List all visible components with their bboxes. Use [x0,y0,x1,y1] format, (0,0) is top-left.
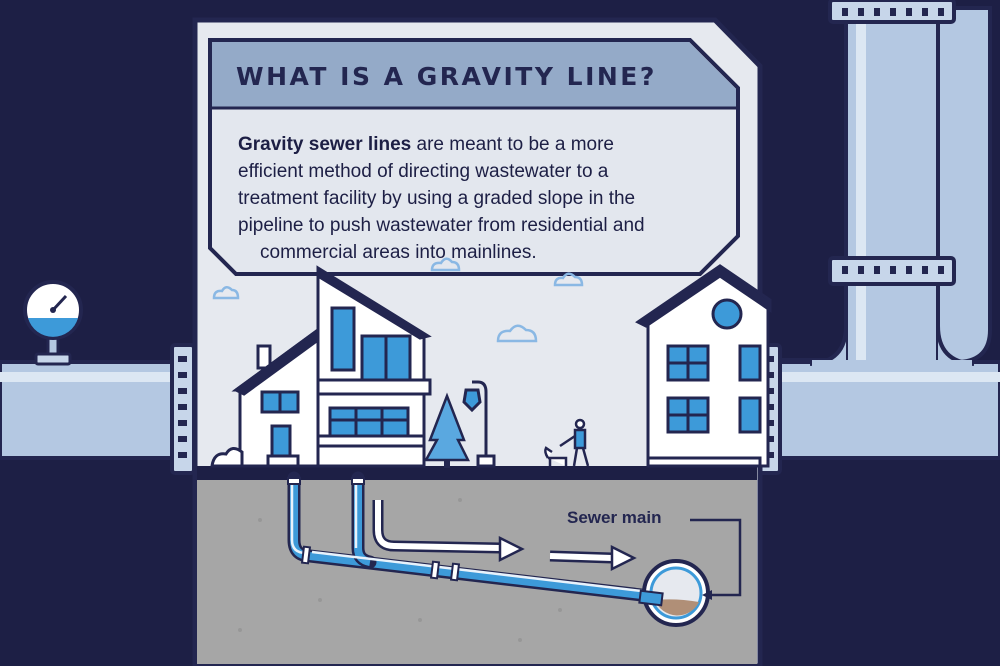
description-line-3: treatment facility by using a graded slo… [238,188,636,209]
modern-house-icon [231,265,432,468]
person-walking-dog-icon [544,418,590,467]
description-bold-lead: Gravity sewer lines [238,134,412,155]
description-line-5: commercial areas into mainlines. [260,242,537,263]
lamp-post-icon [462,380,496,468]
text-card [208,38,740,276]
gravity-sewer-pipes [287,471,664,606]
description-line-4: pipeline to push wastewater from residen… [238,215,645,236]
description-line-1: are meant to be a more [411,134,614,155]
sewer-main-cross-section [638,559,710,627]
sewer-main-callout-line [690,518,742,600]
description-paragraph: Gravity sewer lines are meant to be a mo… [238,131,738,266]
right-pipe-system [756,0,1000,475]
bush-icon [210,447,244,468]
flow-arrows [372,500,637,572]
tree-icon [423,392,471,468]
left-pipe [0,343,196,475]
cloud-icons [212,257,584,343]
pressure-gauge-icon [23,280,83,366]
description-line-2: efficient method of directing wastewater… [238,161,609,182]
sewer-main-label: Sewer main [567,508,662,527]
traditional-house-icon [635,264,772,468]
page-title: WHAT IS A GRAVITY LINE? [236,62,657,91]
